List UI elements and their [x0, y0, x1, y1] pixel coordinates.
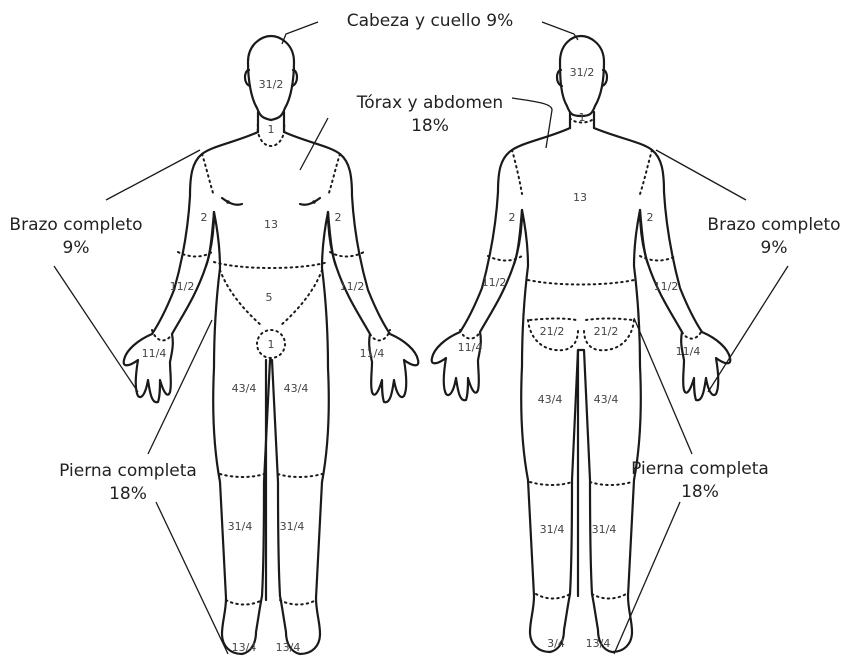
front-hand-left-pct: 11/4 [142, 347, 167, 360]
callouts: Cabeza y cuello 9% Tórax y abdomen 18% B… [9, 11, 840, 504]
back-upper-arm-left-pct: 2 [509, 211, 516, 224]
front-foot-right-pct: 13/4 [276, 641, 301, 654]
front-upper-arm-left-pct: 2 [201, 211, 208, 224]
front-chest-pct: 13 [264, 218, 278, 231]
front-genitals-pct: 1 [268, 338, 275, 351]
front-upper-arm-right-pct: 2 [335, 211, 342, 224]
front-forearm-right-pct: 11/2 [340, 280, 365, 293]
front-thigh-left-pct: 43/4 [232, 382, 257, 395]
callout-head-neck: Cabeza y cuello 9% [347, 11, 514, 31]
front-thigh-right-pct: 43/4 [284, 382, 309, 395]
back-hand-right-pct: 11/4 [676, 345, 701, 358]
callout-torso-line1: Tórax y abdomen [356, 93, 503, 113]
back-upper-arm-right-pct: 2 [647, 211, 654, 224]
callout-leg-right-line2: 18% [681, 482, 719, 502]
back-thigh-right-pct: 43/4 [594, 393, 619, 406]
back-body-outline [432, 128, 731, 652]
callout-arm-left-line1: Brazo completo [9, 215, 142, 235]
callout-arm-left-line2: 9% [63, 238, 90, 258]
front-neck-pct: 1 [268, 123, 275, 136]
back-foot-right-pct: 13/4 [586, 637, 611, 650]
front-head-pct: 31/2 [259, 78, 284, 91]
front-forearm-left-pct: 11/2 [170, 280, 195, 293]
callout-leg-left-line1: Pierna completa [59, 461, 197, 481]
back-buttock-right-pct: 21/2 [594, 325, 619, 338]
back-forearm-left-pct: 11/2 [482, 276, 507, 289]
callout-leg-left-line2: 18% [109, 484, 147, 504]
back-neck-pct: 1 [579, 111, 586, 124]
callout-arm-right-line1: Brazo completo [707, 215, 840, 235]
front-foot-left-pct: 13/4 [232, 641, 257, 654]
back-calf-right-pct: 31/4 [592, 523, 617, 536]
back-forearm-right-pct: 11/2 [654, 280, 679, 293]
front-body-outline [124, 132, 419, 654]
back-calf-left-pct: 31/4 [540, 523, 565, 536]
front-hand-right-pct: 11/4 [360, 347, 385, 360]
front-calf-right-pct: 31/4 [280, 520, 305, 533]
back-back-pct: 13 [573, 191, 587, 204]
back-head-pct: 31/2 [570, 66, 595, 79]
back-hand-left-pct: 11/4 [458, 341, 483, 354]
back-thigh-left-pct: 43/4 [538, 393, 563, 406]
back-foot-left-pct: 3/4 [547, 637, 565, 650]
callout-torso-line2: 18% [411, 116, 449, 136]
callout-leg-right-line1: Pierna completa [631, 459, 769, 479]
callout-arm-right-line2: 9% [761, 238, 788, 258]
back-buttock-left-pct: 21/2 [540, 325, 565, 338]
front-calf-left-pct: 31/4 [228, 520, 253, 533]
front-lower-abdomen-pct: 5 [266, 291, 273, 304]
